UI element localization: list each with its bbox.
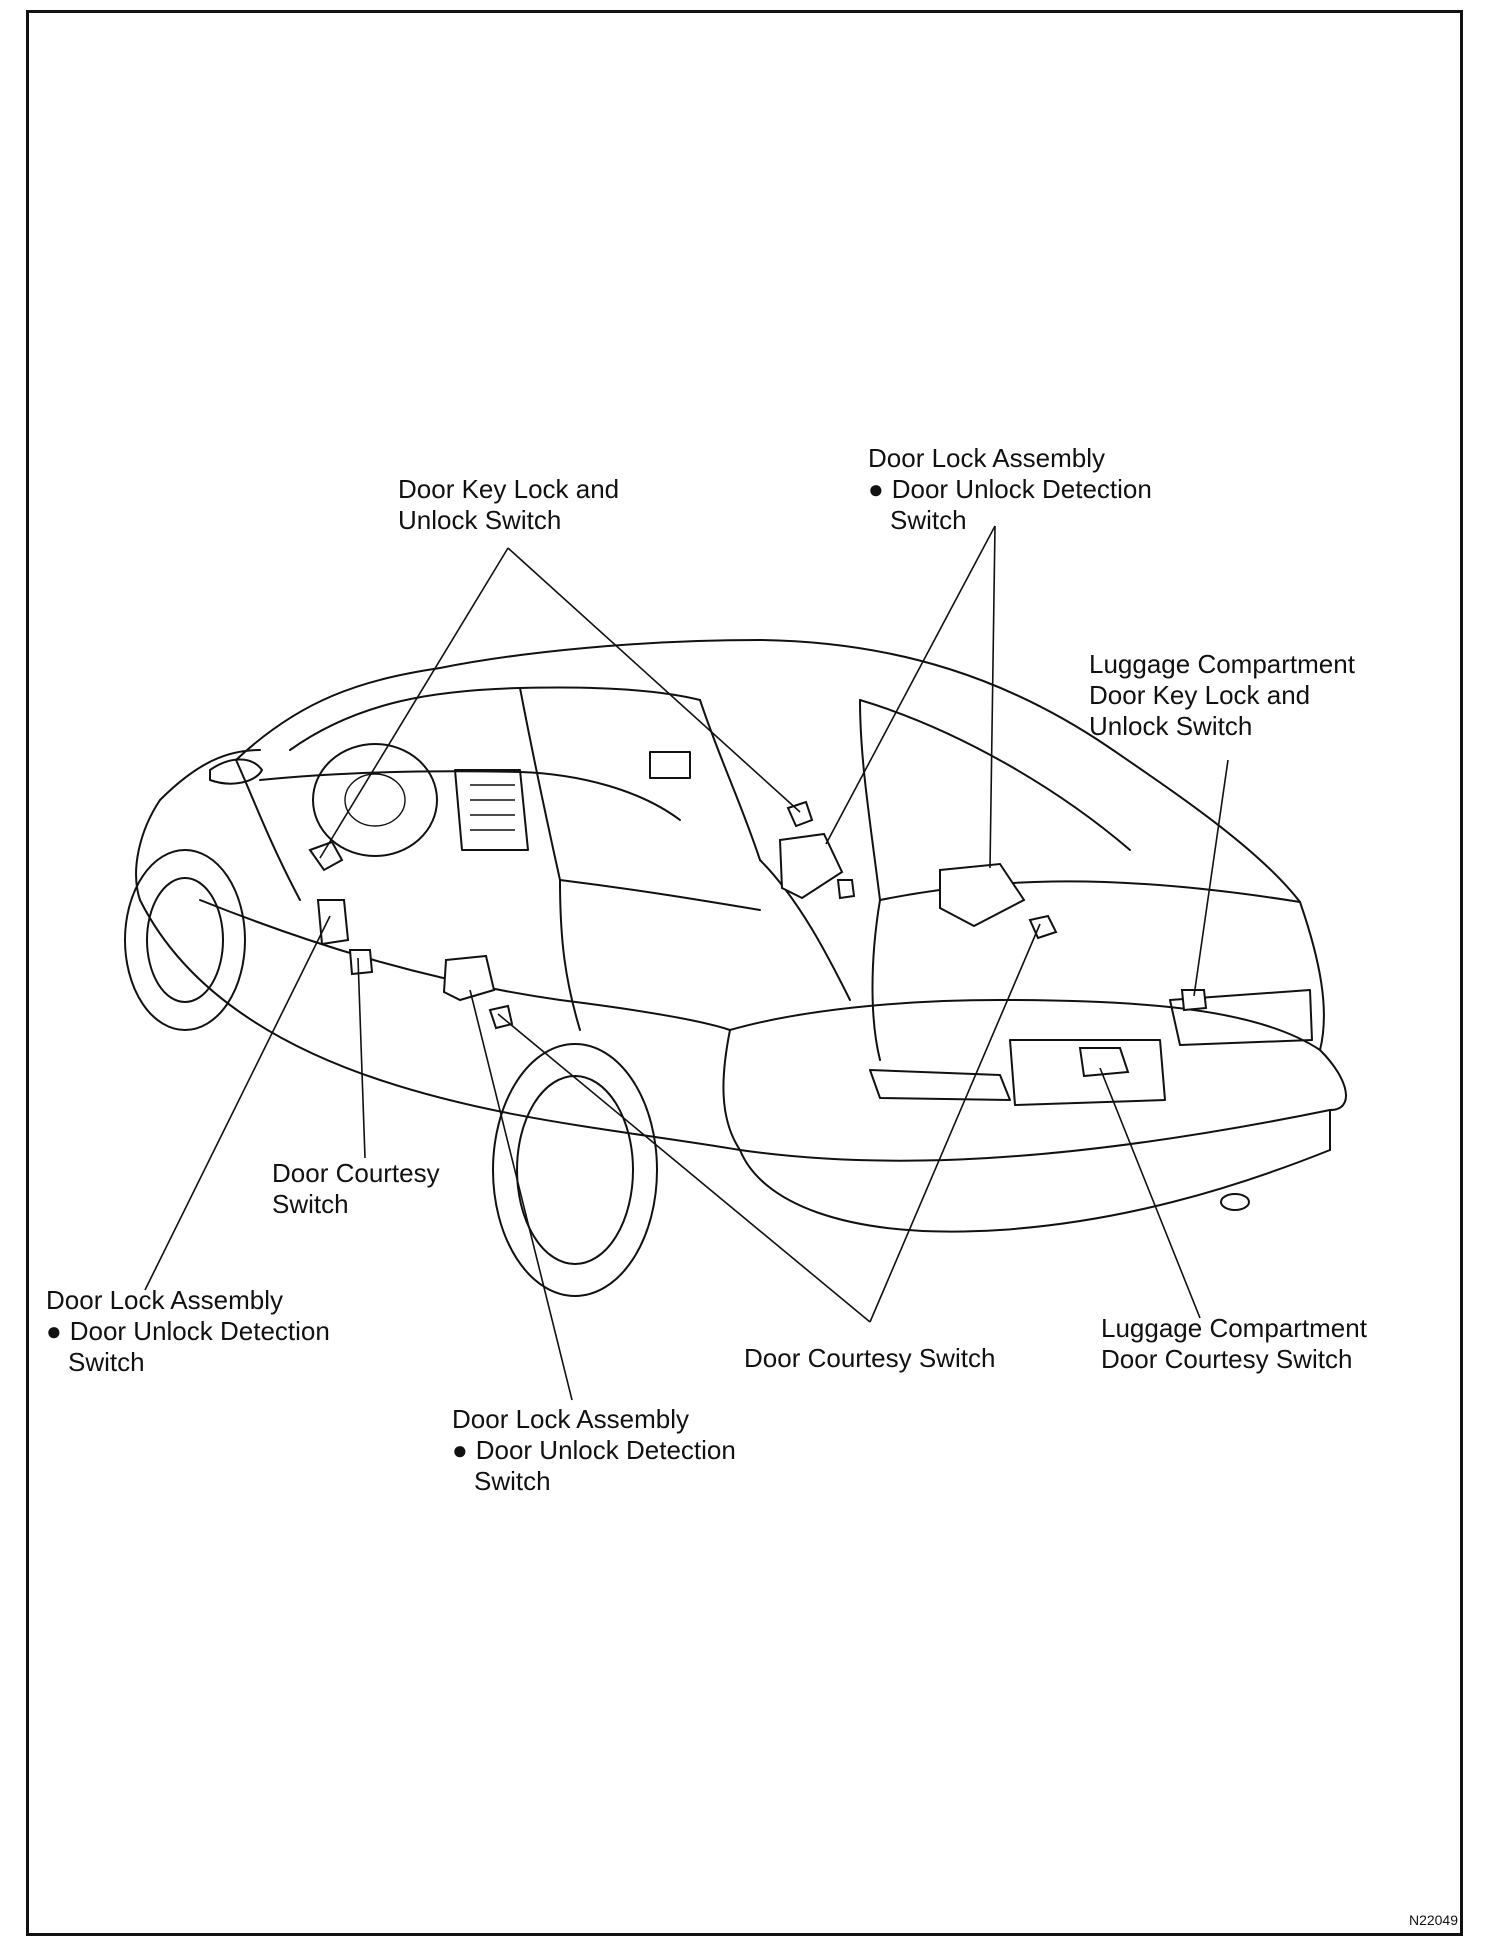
label-line: Door Courtesy Switch	[744, 1343, 996, 1373]
label-title: Door Lock Assembly	[46, 1285, 283, 1315]
label-title: Door Lock Assembly	[868, 443, 1105, 473]
label-line: Door Key Lock and	[1089, 680, 1311, 710]
label-door-lock-assembly-rear-left: Door Lock Assembly ●Door Unlock Detectio…	[452, 1404, 736, 1497]
car-body	[124, 639, 1347, 1297]
label-title: Door Lock Assembly	[452, 1404, 689, 1434]
label-line: Door Courtesy	[272, 1158, 440, 1188]
bullet-icon: ●	[868, 474, 884, 504]
bullet-icon: ●	[452, 1435, 468, 1465]
label-line: Luggage Compartment	[1089, 649, 1355, 679]
bullet-icon: ●	[46, 1316, 62, 1346]
front-left-lock-part	[316, 899, 350, 946]
rear-right-lock-part	[778, 832, 844, 900]
label-line: Switch	[272, 1189, 349, 1219]
label-line: Door Unlock Detection	[69, 1316, 330, 1346]
rear-far-courtesy-part	[1028, 914, 1058, 940]
rear-key-switch-part	[786, 800, 814, 828]
label-door-lock-assembly-rear-right: Door Lock Assembly ●Door Unlock Detectio…	[868, 443, 1152, 536]
leader-lines	[144, 525, 1229, 1401]
label-line: Door Key Lock and	[398, 474, 620, 504]
label-line: Luggage Compartment	[1101, 1313, 1367, 1343]
label-door-key-lock-unlock-switch: Door Key Lock and Unlock Switch	[398, 474, 619, 536]
component-parts	[308, 800, 1208, 1078]
rear-left-lock-part	[442, 954, 496, 1002]
label-line: Unlock Switch	[1089, 711, 1253, 741]
rear-far-lock-part	[939, 862, 1026, 928]
front-courtesy-part	[348, 949, 374, 976]
label-line: Unlock Switch	[398, 505, 562, 535]
label-luggage-key-lock-unlock-switch: Luggage Compartment Door Key Lock and Un…	[1089, 649, 1355, 742]
label-line: Switch	[474, 1466, 551, 1496]
label-line: Switch	[68, 1347, 145, 1377]
label-door-lock-assembly-front-left: Door Lock Assembly ●Door Unlock Detectio…	[46, 1285, 330, 1378]
diagram-frame	[26, 10, 1463, 1936]
label-luggage-courtesy-switch: Luggage Compartment Door Courtesy Switch	[1101, 1313, 1367, 1375]
luggage-courtesy-part	[1078, 1047, 1130, 1078]
label-line: Door Unlock Detection	[475, 1435, 736, 1465]
drawing-code: N22049	[1408, 1912, 1458, 1928]
front-key-lock-switch-part	[308, 840, 344, 872]
label-line: Door Unlock Detection	[891, 474, 1152, 504]
label-line: Door Courtesy Switch	[1101, 1344, 1353, 1374]
rear-right-courtesy-part	[836, 879, 856, 900]
label-door-courtesy-switch-rear: Door Courtesy Switch	[744, 1343, 995, 1374]
label-line: Switch	[890, 505, 967, 535]
label-door-courtesy-switch-front: Door Courtesy Switch	[272, 1158, 440, 1220]
luggage-key-switch-part	[1180, 989, 1208, 1012]
